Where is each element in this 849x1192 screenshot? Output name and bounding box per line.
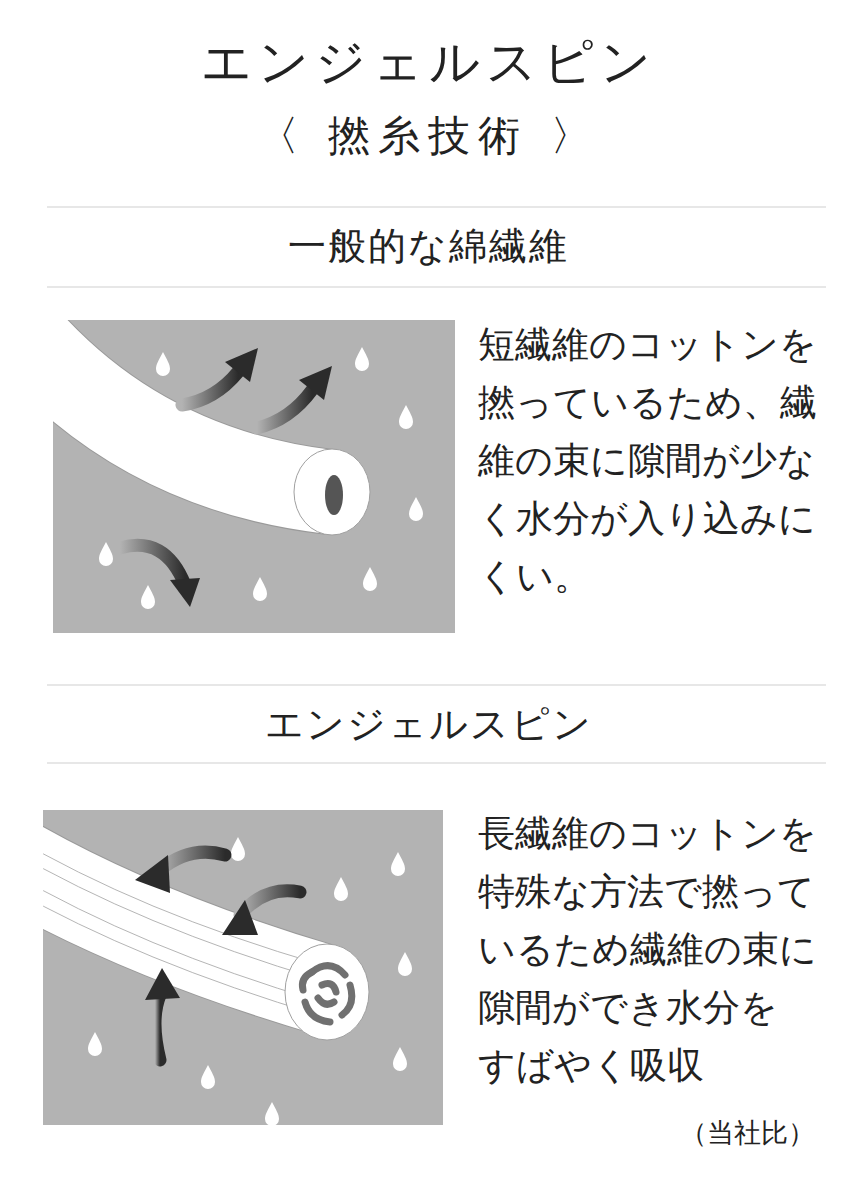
note: （当社比） bbox=[680, 1115, 840, 1150]
section-heading: エンジェルスピン bbox=[4, 700, 849, 749]
short-fiber-illustration bbox=[20, 320, 455, 633]
long-fiber-illustration bbox=[10, 810, 443, 1126]
body-text: 短繊維のコットンを 撚っているため、繊 維の束に隙間が少な く水分が入り込みに … bbox=[478, 316, 819, 606]
section-heading: 一般的な綿繊維 bbox=[4, 222, 849, 271]
title: エンジェルスピン bbox=[4, 30, 849, 95]
body-text: 長繊維のコットンを 特殊な方法で撚って いるため繊維の束に 隙間ができ水分を す… bbox=[478, 805, 819, 1095]
subtitle: 〈 撚糸技術 〉 bbox=[4, 108, 849, 163]
